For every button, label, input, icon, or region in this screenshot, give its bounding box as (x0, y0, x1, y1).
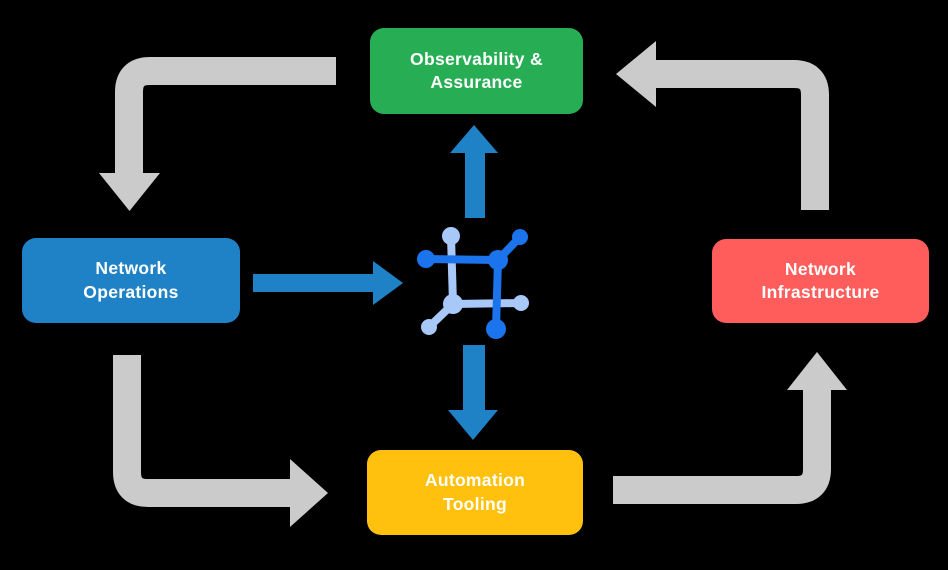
center-arrow-operations-to-center (253, 261, 403, 305)
flow-arrow-automation-to-infrastructure (613, 352, 847, 504)
node-observability-assurance: Observability & Assurance (370, 28, 583, 114)
flow-arrow-infrastructure-to-observability (616, 41, 829, 210)
flow-arrow-observability-to-operations (99, 57, 336, 211)
flow-arrow-operations-to-automation (113, 355, 328, 527)
center-arrow-center-to-observability (450, 125, 498, 218)
node-network-operations: Network Operations (22, 238, 240, 323)
node-network-infrastructure: Network Infrastructure (712, 239, 929, 323)
network-mesh-icon (417, 227, 529, 339)
center-arrow-center-to-automation (448, 345, 498, 440)
node-automation-tooling: Automation Tooling (367, 450, 583, 535)
